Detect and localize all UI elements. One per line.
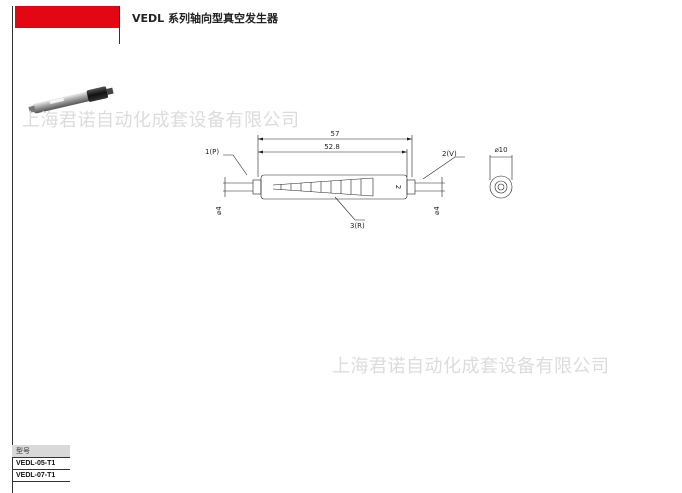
product-photo [28,86,114,114]
dim-diameter: ⌀10 [494,146,507,154]
page-title: VEDL 系列轴向型真空发生器 [132,12,278,25]
dim-inner-length: 52.8 [324,143,340,151]
model-table: 型号 VEDL-05-T1 VEDL-07-T1 [12,432,70,482]
header-red-bar [15,6,119,28]
table-row: VEDL-07-T1 [12,469,70,482]
label-port-1: 1(P) [205,148,219,156]
label-port-3: 3(R) [350,222,365,230]
dim-overall-length: 57 [331,130,340,138]
watermark-top: 上海君诺自动化成套设备有限公司 [22,110,300,131]
dim-tube-right: ⌀4 [433,206,441,215]
table-header: 型号 [12,445,70,457]
watermark-bottom: 上海君诺自动化成套设备有限公司 [332,356,610,377]
left-border-line [12,6,13,493]
dim-tube-left: ⌀4 [215,206,223,215]
table-row: VEDL-05-T1 [12,457,70,469]
header-divider-line [119,6,120,44]
label-port-2: 2(V) [442,150,457,158]
technical-drawing: 57 52.8 1(P) 2(V) 3(R) ⌀10 ⌀4 ⌀4 2 [205,130,513,230]
body-mark: 2 [394,185,402,189]
